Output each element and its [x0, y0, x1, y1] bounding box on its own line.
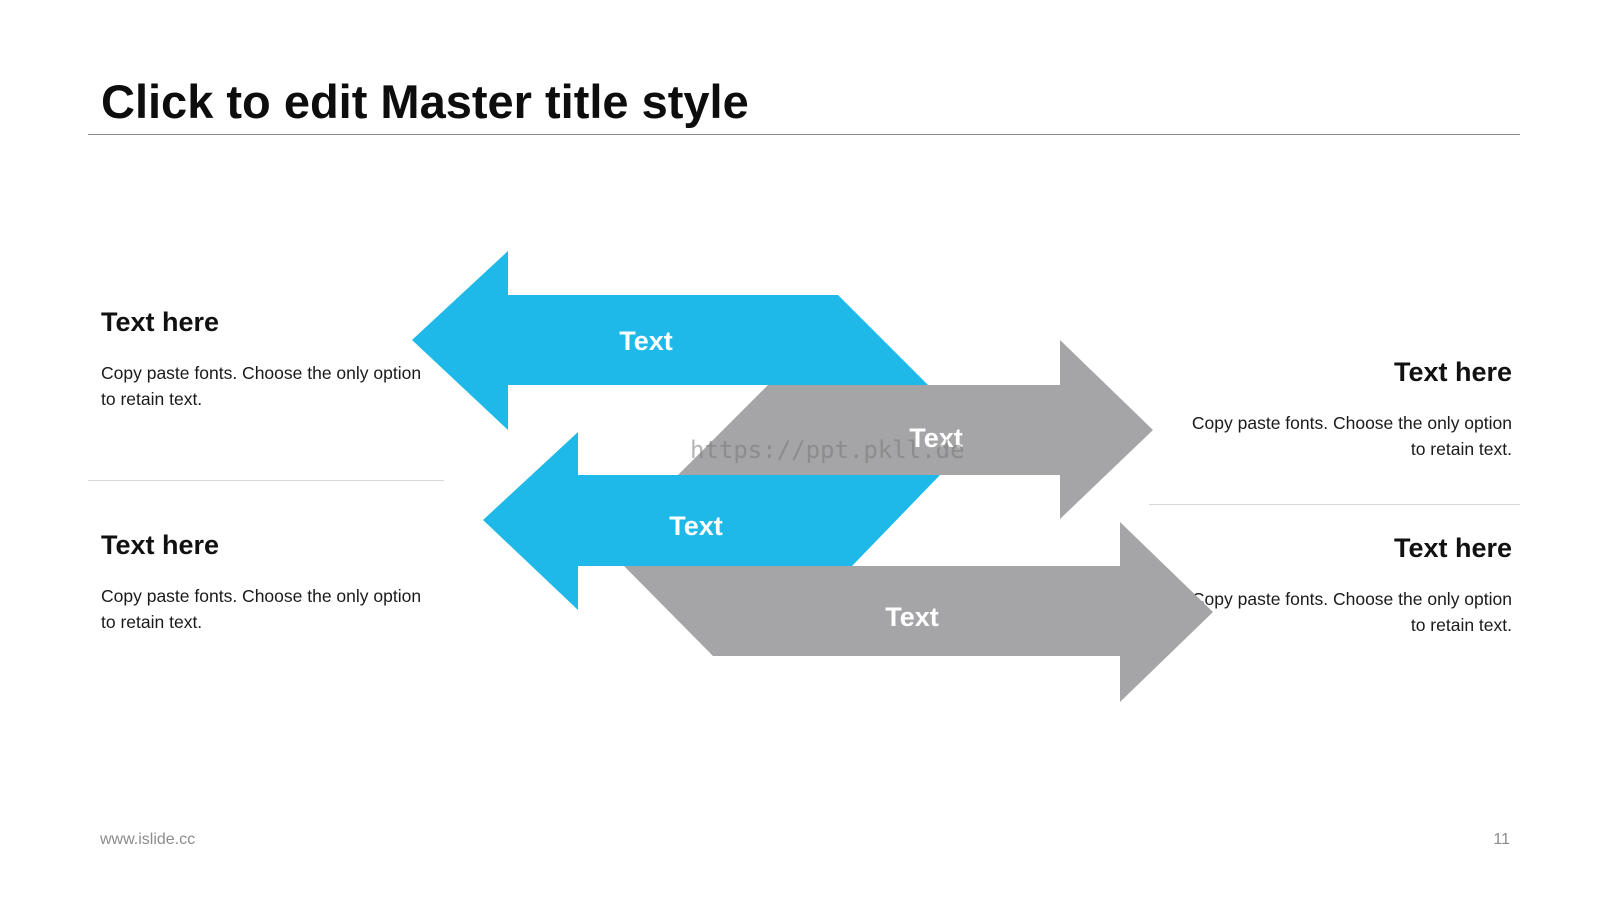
page-number: 11	[1493, 831, 1510, 848]
text-block-bottom-right: Text here Copy paste fonts. Choose the o…	[1182, 532, 1512, 638]
text-block-bottom-left: Text here Copy paste fonts. Choose the o…	[101, 529, 431, 635]
block-heading: Text here	[1393, 357, 1512, 387]
title-divider	[88, 134, 1520, 135]
arrow-1-label: Text	[619, 326, 673, 356]
arrow-4-label: Text	[885, 602, 939, 632]
text-block-top-left: Text here Copy paste fonts. Choose the o…	[101, 306, 431, 412]
arrow-3-label: Text	[669, 511, 723, 541]
block-body: Copy paste fonts. Choose the only option…	[1191, 589, 1512, 635]
arrow-1-left-blue	[412, 251, 928, 430]
block-body: Copy paste fonts. Choose the only option…	[101, 586, 422, 632]
arrow-4-right-gray	[624, 522, 1213, 702]
right-divider	[1149, 504, 1520, 505]
left-divider	[88, 480, 444, 481]
block-body: Copy paste fonts. Choose the only option…	[101, 363, 422, 409]
block-heading: Text here	[1393, 533, 1512, 563]
text-block-top-right: Text here Copy paste fonts. Choose the o…	[1182, 356, 1512, 462]
arrow-2-right-gray	[678, 340, 1153, 519]
watermark-text: https://ppt.pkll.de	[690, 436, 965, 464]
block-heading: Text here	[101, 530, 220, 560]
arrow-2-label: Text	[909, 423, 963, 453]
arrow-3-left-blue	[483, 432, 940, 610]
footer-url: www.islide.cc	[100, 831, 196, 848]
slide-title: Click to edit Master title style	[101, 75, 749, 128]
block-body: Copy paste fonts. Choose the only option…	[1191, 413, 1512, 459]
block-heading: Text here	[101, 307, 220, 337]
